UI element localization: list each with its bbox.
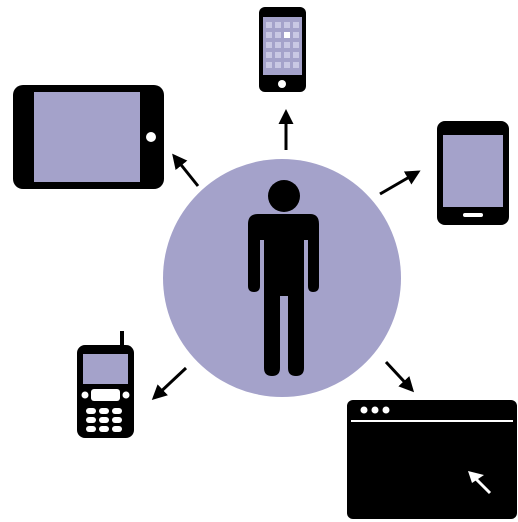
arrow-icon [151,366,188,401]
arrow-icon [384,360,415,393]
smartphone-icon [259,7,306,92]
connector-arrows [151,109,421,401]
app-tile [284,22,290,28]
tablet-portrait-icon [437,121,509,225]
keypad [86,408,122,432]
cursor-arrow-icon [468,471,492,495]
feature-phone-icon [77,331,134,438]
app-tile [266,32,272,38]
app-tile [275,42,281,48]
app-tile [266,52,272,58]
keypad-key [99,417,109,423]
app-tile [284,42,290,48]
arrow-icon [379,170,421,196]
keypad-key [112,417,122,423]
person-icon [248,180,319,376]
app-tile [293,32,299,38]
app-tile [284,52,290,58]
app-grid [266,22,299,68]
app-tile [266,62,272,68]
app-tile [293,22,299,28]
keypad-key [86,426,96,432]
app-tile [293,62,299,68]
app-tile [266,42,272,48]
keypad-key [99,426,109,432]
app-tile [284,62,290,68]
keypad-key [112,426,122,432]
browser-window-icon [347,400,517,519]
keypad-key [86,408,96,414]
keypad-key [112,408,122,414]
app-tile [284,32,290,38]
app-tile [293,42,299,48]
keypad-key [86,417,96,423]
user-hub [163,159,401,397]
arrow-icon [172,153,200,187]
app-tile [266,22,272,28]
tablet-landscape-icon [13,85,164,189]
app-tile [275,62,281,68]
app-tile [275,32,281,38]
keypad-key [99,408,109,414]
app-tile [275,52,281,58]
app-tile [293,52,299,58]
app-tile [275,22,281,28]
